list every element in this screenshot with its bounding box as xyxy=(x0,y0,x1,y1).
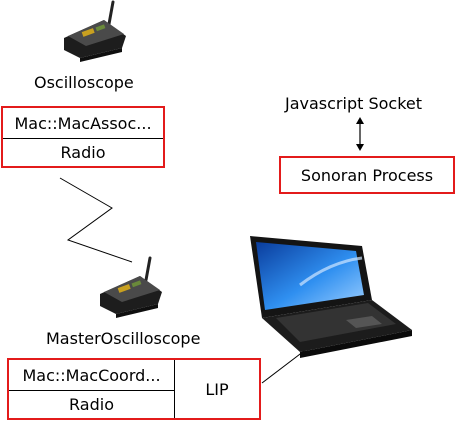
mac-coord-layer: Mac::MacCoord... xyxy=(9,360,175,391)
sonoran-process-label: Sonoran Process xyxy=(300,165,434,185)
master-radio-layer: Radio xyxy=(9,391,175,418)
double-arrow-icon xyxy=(356,117,364,151)
mac-assoc-layer: Mac::MacAssoc... xyxy=(3,108,163,139)
lip-layer: LIP xyxy=(205,379,229,399)
oscilloscope-stack: Mac::MacAssoc... Radio xyxy=(1,106,165,168)
oscilloscope-title: Oscilloscope xyxy=(34,73,134,92)
wireless-link-line xyxy=(59,177,133,263)
master-stack: Mac::MacCoord... Radio LIP xyxy=(7,358,261,420)
radio-layer: Radio xyxy=(60,143,106,162)
master-oscilloscope-title: MasterOscilloscope xyxy=(46,329,201,348)
javascript-socket-label: Javascript Socket xyxy=(285,94,423,113)
sonoran-process-box: Sonoran Process xyxy=(279,156,455,194)
